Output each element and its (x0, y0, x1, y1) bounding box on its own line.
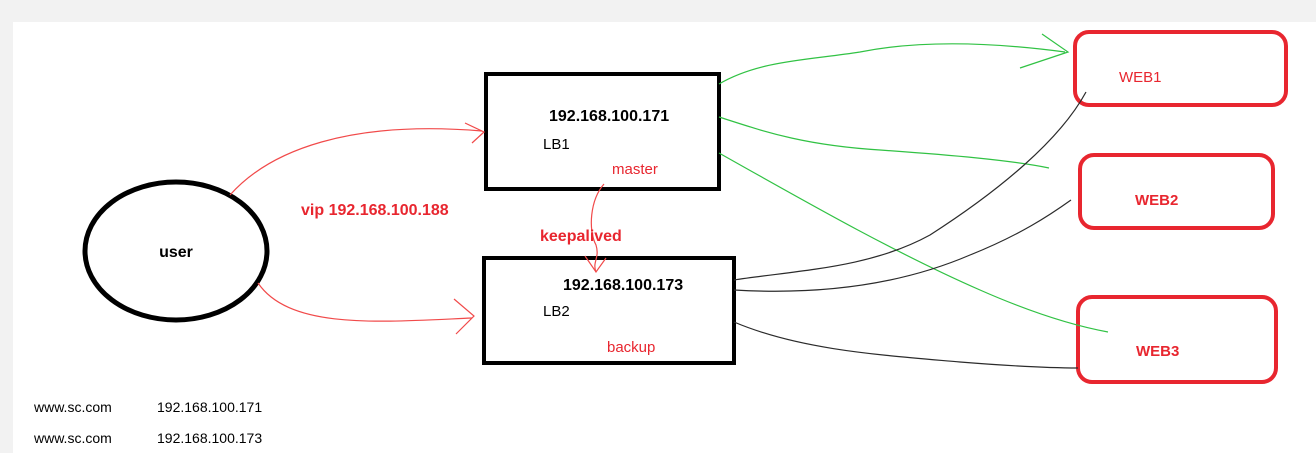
web3-label: WEB3 (1136, 343, 1179, 360)
vip-label: vip 192.168.100.188 (301, 202, 449, 219)
arrowhead-lb1-web1 (1019, 33, 1070, 69)
user-label: user (159, 244, 193, 261)
link-lb2-web1 (733, 91, 1087, 281)
web1-label: WEB1 (1119, 69, 1162, 86)
lb1-name: LB1 (543, 136, 570, 153)
web1-node (1073, 30, 1288, 107)
link-user-lb1 (229, 128, 483, 196)
link-keepalived (590, 183, 605, 273)
lb2-node (482, 256, 736, 365)
link-lb2-web3 (733, 321, 1079, 369)
link-lb1-web3 (718, 152, 1109, 333)
lb2-role: backup (607, 339, 655, 356)
arrowhead-user-lb1 (464, 122, 486, 144)
link-lb2-web2 (733, 199, 1072, 292)
host-ip-1: 192.168.100.171 (157, 399, 262, 415)
arrowhead-user-lb2 (453, 298, 475, 335)
host-ip-2: 192.168.100.173 (157, 430, 262, 446)
web2-node (1078, 153, 1275, 230)
link-lb1-web2 (718, 116, 1050, 169)
keepalived-label: keepalived (540, 228, 622, 245)
link-lb1-web1 (718, 43, 1066, 85)
lb1-node (484, 72, 721, 191)
link-user-lb2 (257, 282, 473, 322)
lb1-role: master (612, 161, 658, 178)
arrowhead-keepalived (584, 255, 607, 274)
host-domain-1: www.sc.com (33, 399, 112, 415)
web3-node (1076, 295, 1278, 384)
web2-label: WEB2 (1135, 192, 1178, 209)
lb2-ip: 192.168.100.173 (563, 277, 683, 294)
host-domain-2: www.sc.com (33, 430, 112, 446)
lb2-name: LB2 (543, 303, 570, 320)
lb1-ip: 192.168.100.171 (549, 108, 669, 125)
user-node (82, 179, 270, 323)
